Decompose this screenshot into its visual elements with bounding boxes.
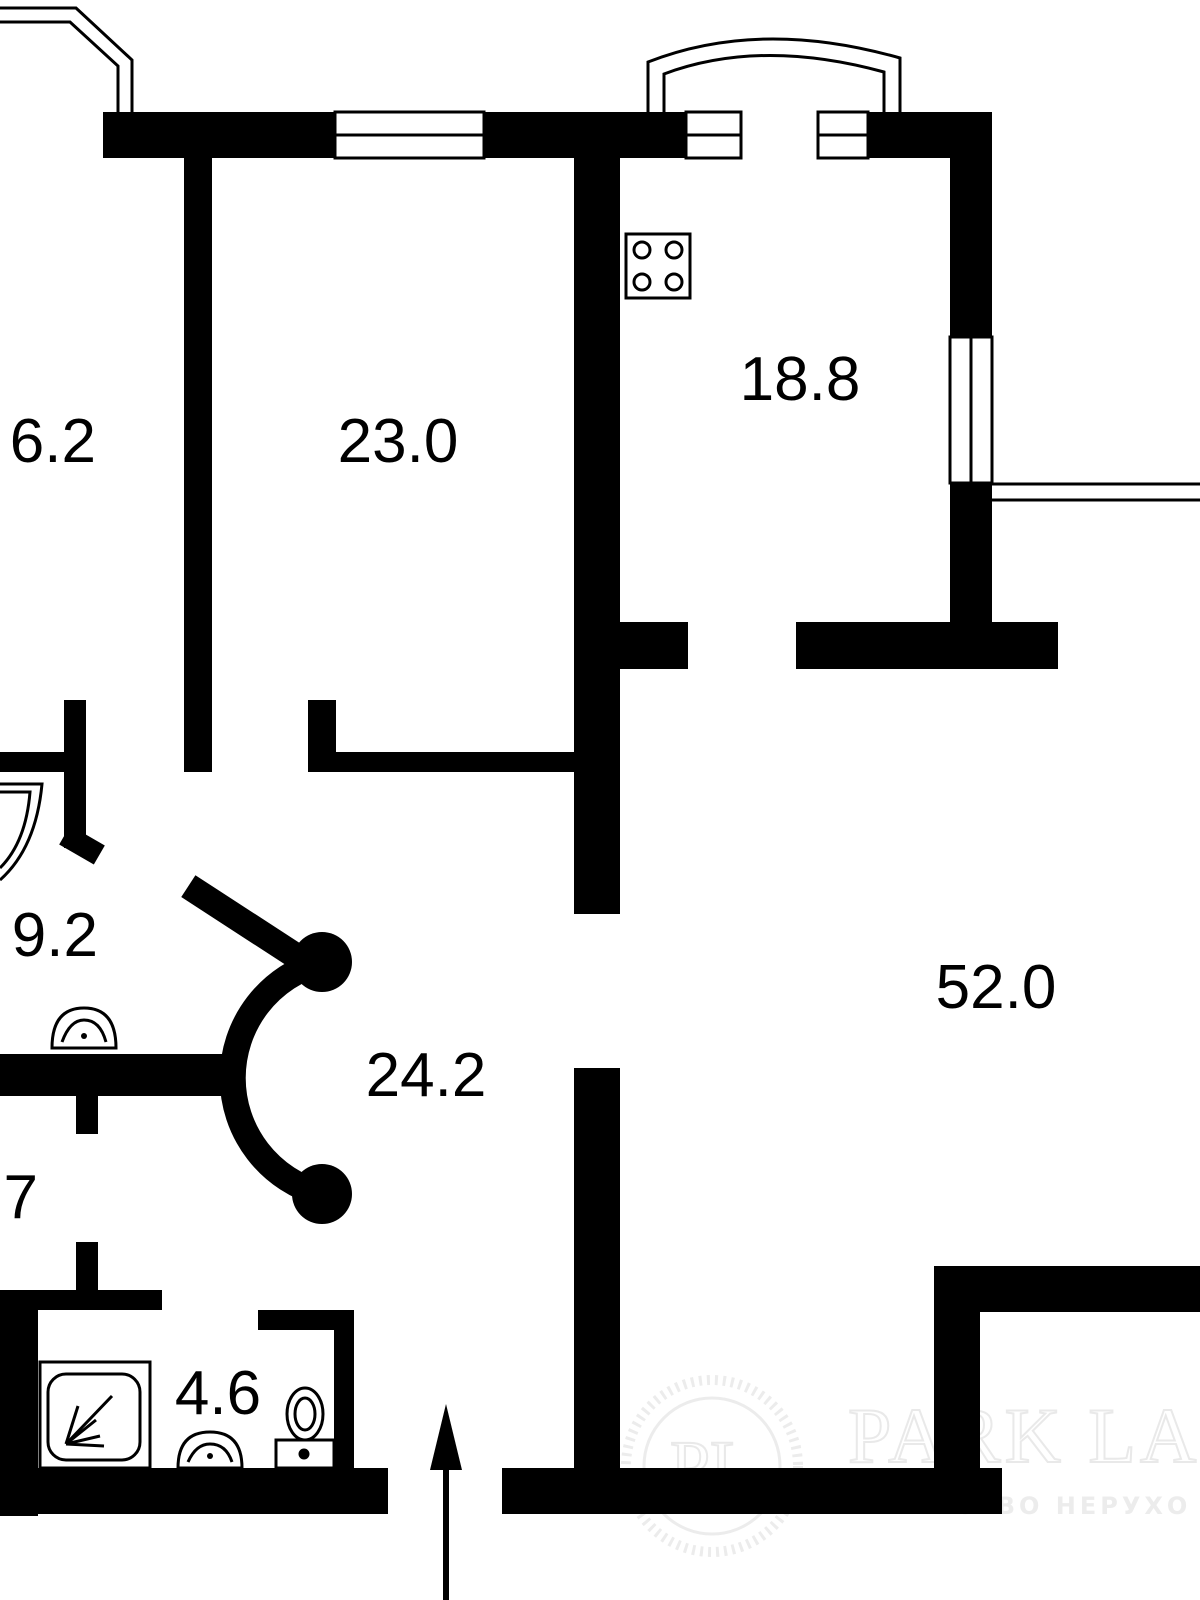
wall-left-middle-stub xyxy=(76,1088,98,1134)
hall-arc-wall xyxy=(219,949,326,1207)
wall-kitchen-right-lower xyxy=(950,483,992,635)
area-label-bathroom: 4.6 xyxy=(175,1359,261,1428)
wall-left-horizontal xyxy=(0,752,86,772)
walls xyxy=(0,112,1200,1516)
wall-bath-top xyxy=(0,1290,162,1310)
balcony-kitchen xyxy=(646,37,902,112)
wall-left-stub-top xyxy=(64,700,86,848)
wall-central-upper xyxy=(574,150,620,914)
area-label-living: 52.0 xyxy=(936,953,1057,1022)
entrance-arrow-icon xyxy=(430,1404,462,1600)
area-label-hall: 24.2 xyxy=(366,1041,487,1110)
area-label-room-left-small: 7 xyxy=(4,1163,38,1232)
wall-room-bottom xyxy=(308,752,576,772)
sink-upper xyxy=(50,1006,118,1050)
wall-niche-top xyxy=(934,1266,1200,1312)
sink-bath xyxy=(176,1430,244,1470)
area-labels: 6.2 23.0 18.8 9.2 24.2 52.0 7 4.6 xyxy=(4,345,1057,1428)
wall-left-middle xyxy=(0,1054,230,1096)
wall-bath-top-right xyxy=(258,1310,354,1330)
watermark-seal xyxy=(621,1375,803,1557)
wall-partition-vertical xyxy=(184,152,212,772)
balcony-right xyxy=(992,482,1200,502)
area-label-kitchen: 18.8 xyxy=(740,345,861,414)
watermark-brand: PARK LA xyxy=(848,1392,1200,1479)
bathtub-icon xyxy=(0,782,44,882)
wall-kitchen-right-upper xyxy=(950,112,992,337)
balcony-left xyxy=(0,6,134,112)
hall-arc-post-top xyxy=(292,932,352,992)
hall-arc xyxy=(219,932,352,1224)
wall-kitchen-bottom-right xyxy=(796,622,1058,669)
sink-icon xyxy=(50,1006,244,1470)
wall-central-lower xyxy=(574,1068,620,1506)
wall-top-left xyxy=(103,112,335,158)
stove-icon xyxy=(624,232,692,300)
wall-bath-right xyxy=(334,1310,354,1470)
windows xyxy=(333,110,994,485)
wall-bottom-left xyxy=(0,1468,388,1514)
area-label-room-left-mid: 9.2 xyxy=(12,901,98,970)
wall-left-diagonal xyxy=(59,825,105,865)
balconies xyxy=(0,6,1200,502)
area-label-room-middle: 23.0 xyxy=(338,407,459,476)
shower-tray-icon xyxy=(38,1360,152,1470)
wall-kitchen-bottom-left xyxy=(618,622,688,669)
toilet-icon xyxy=(274,1386,336,1470)
wall-hall-diagonal xyxy=(181,875,303,967)
area-label-room-left-top: 6.2 xyxy=(10,407,96,476)
wall-bottom-right xyxy=(502,1468,1002,1514)
hall-arc-post-bottom xyxy=(292,1164,352,1224)
watermark: PL PARK LA АГЕНТСТВО НЕРУХО xyxy=(621,1375,1200,1557)
